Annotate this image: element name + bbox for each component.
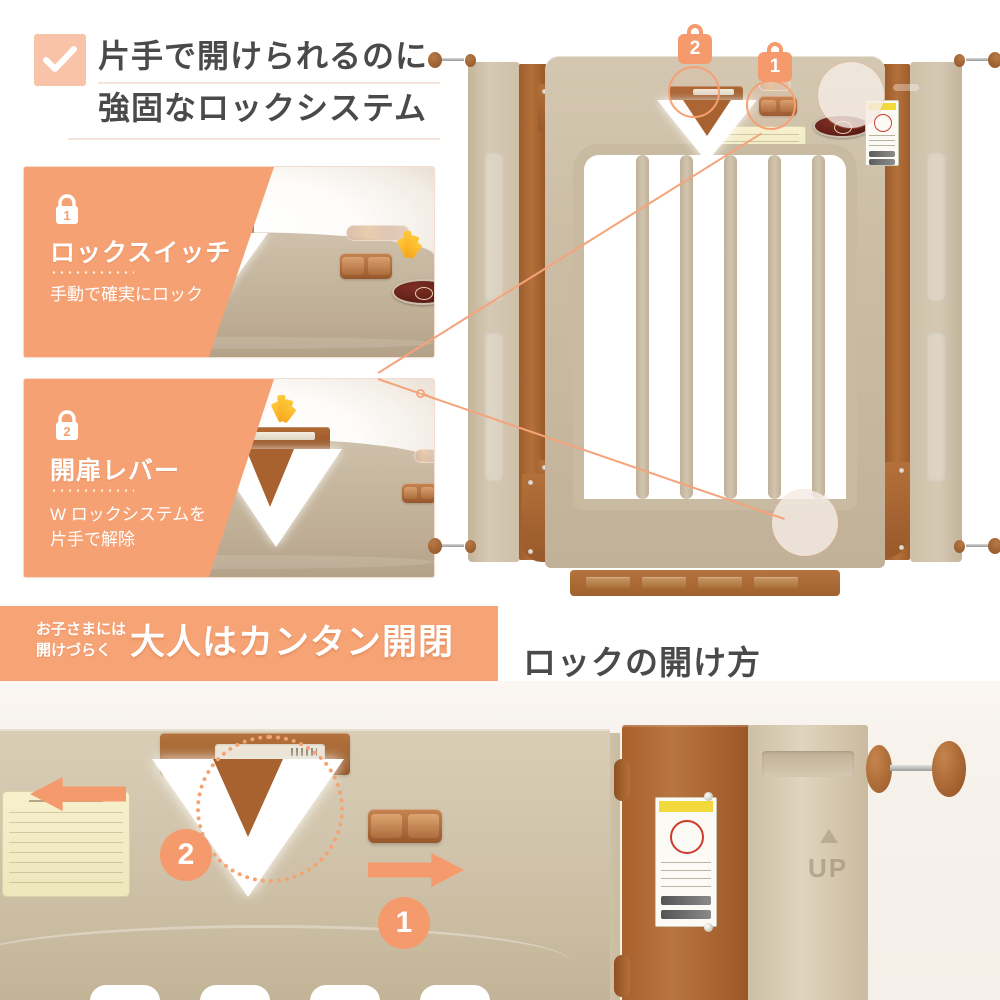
gate-bar (812, 155, 825, 499)
lock-switch[interactable] (368, 809, 442, 843)
gate-bar (768, 155, 781, 499)
gate-bottom-rail (570, 570, 840, 596)
gate-bar (636, 155, 649, 499)
feature-card-lock-switch: 1 ロックスイッチ 手動で確実にロック (23, 166, 435, 358)
banner-small-line-1: お子さまには (36, 621, 127, 638)
adjuster-bolt-bottom-left[interactable] (428, 538, 476, 554)
heading-rule-top (98, 82, 454, 84)
gate-side-panel-right (910, 62, 962, 562)
feature-card-2-divider (50, 489, 134, 492)
gate-door (545, 56, 919, 568)
callout-pin-2-number: 2 (678, 34, 712, 64)
warning-label (655, 792, 717, 932)
callout-pin-2: 2 (678, 24, 712, 64)
adjuster-bolt-bottom-right[interactable] (954, 538, 1000, 554)
door-vent (893, 84, 919, 91)
heading-rule-bottom (68, 138, 454, 140)
motion-dotted-circle (196, 735, 344, 883)
gate-bar (680, 155, 693, 499)
caution-sticker (414, 449, 434, 463)
adjuster-bolt-top-right[interactable] (954, 52, 1000, 68)
gate-door-window (573, 144, 857, 510)
instruction-label (2, 791, 130, 897)
v-notch-inner (246, 449, 294, 507)
main-product-photo: 2 1 (377, 22, 1000, 600)
feature-card-1-divider (50, 271, 134, 274)
gate-wall-post: UP (748, 725, 868, 1000)
feature-card-2-subtitle-line1: W ロックシステムを (50, 505, 207, 524)
brand-logo-badge (392, 279, 434, 305)
banner-small-text: お子さまには 開けづらく (36, 620, 126, 661)
step-marker-2: 2 (160, 829, 212, 881)
wall-mount-knob[interactable] (866, 739, 986, 799)
adjuster-bolt-top-left[interactable] (428, 52, 476, 68)
svg-text:2: 2 (63, 424, 70, 439)
lock-switch[interactable] (340, 253, 392, 279)
bottom-product-photo: UP 2 1 (0, 681, 1000, 1000)
zoom-highlight-bottom (772, 490, 838, 556)
lock-switch[interactable] (402, 483, 434, 503)
feature-card-1-title: ロックスイッチ (50, 239, 232, 267)
heading-line-1: 片手で開けられるのに (98, 38, 429, 74)
feature-card-2-subtitle: W ロックシステムを 片手で解除 (50, 503, 206, 552)
heading-line-2: 強固なロックシステム (98, 90, 428, 126)
page-heading: 片手で開けられるのに 強固なロックシステム (34, 28, 454, 146)
step-marker-1: 1 (378, 897, 430, 949)
banner-small-line-2: 開けづらく (36, 641, 112, 659)
banner-main-text: 大人はカンタン開閉 (130, 623, 455, 662)
lever-slot (242, 432, 315, 440)
up-label: UP (808, 853, 849, 883)
feature-card-2-title: 開扉レバー (50, 457, 181, 485)
promo-banner: お子さまには 開けづらく 大人はカンタン開閉 (0, 606, 498, 681)
lock-badge-2: 2 (52, 409, 82, 448)
lock-badge-1: 1 (52, 193, 82, 232)
up-arrow-icon (820, 829, 838, 843)
feature-card-2-subtitle-line2: 片手で解除 (50, 529, 135, 549)
callout-pin-1: 1 (758, 42, 792, 82)
callout-ring-1 (746, 80, 796, 130)
instructions-title: ロックの開け方 (523, 644, 761, 681)
callout-ring-2 (668, 66, 720, 118)
svg-text:1: 1 (63, 208, 70, 223)
feature-card-1-subtitle: 手動で確実にロック (50, 285, 203, 304)
feature-card-door-lever: 2 開扉レバー W ロックシステムを 片手で解除 (23, 378, 435, 578)
gate-bar (724, 155, 737, 499)
gate-side-panel-left (468, 62, 520, 562)
check-icon (34, 34, 86, 86)
callout-pin-1-number: 1 (758, 52, 792, 82)
sparkle-icon (382, 223, 434, 260)
zoom-highlight-top (818, 62, 884, 128)
